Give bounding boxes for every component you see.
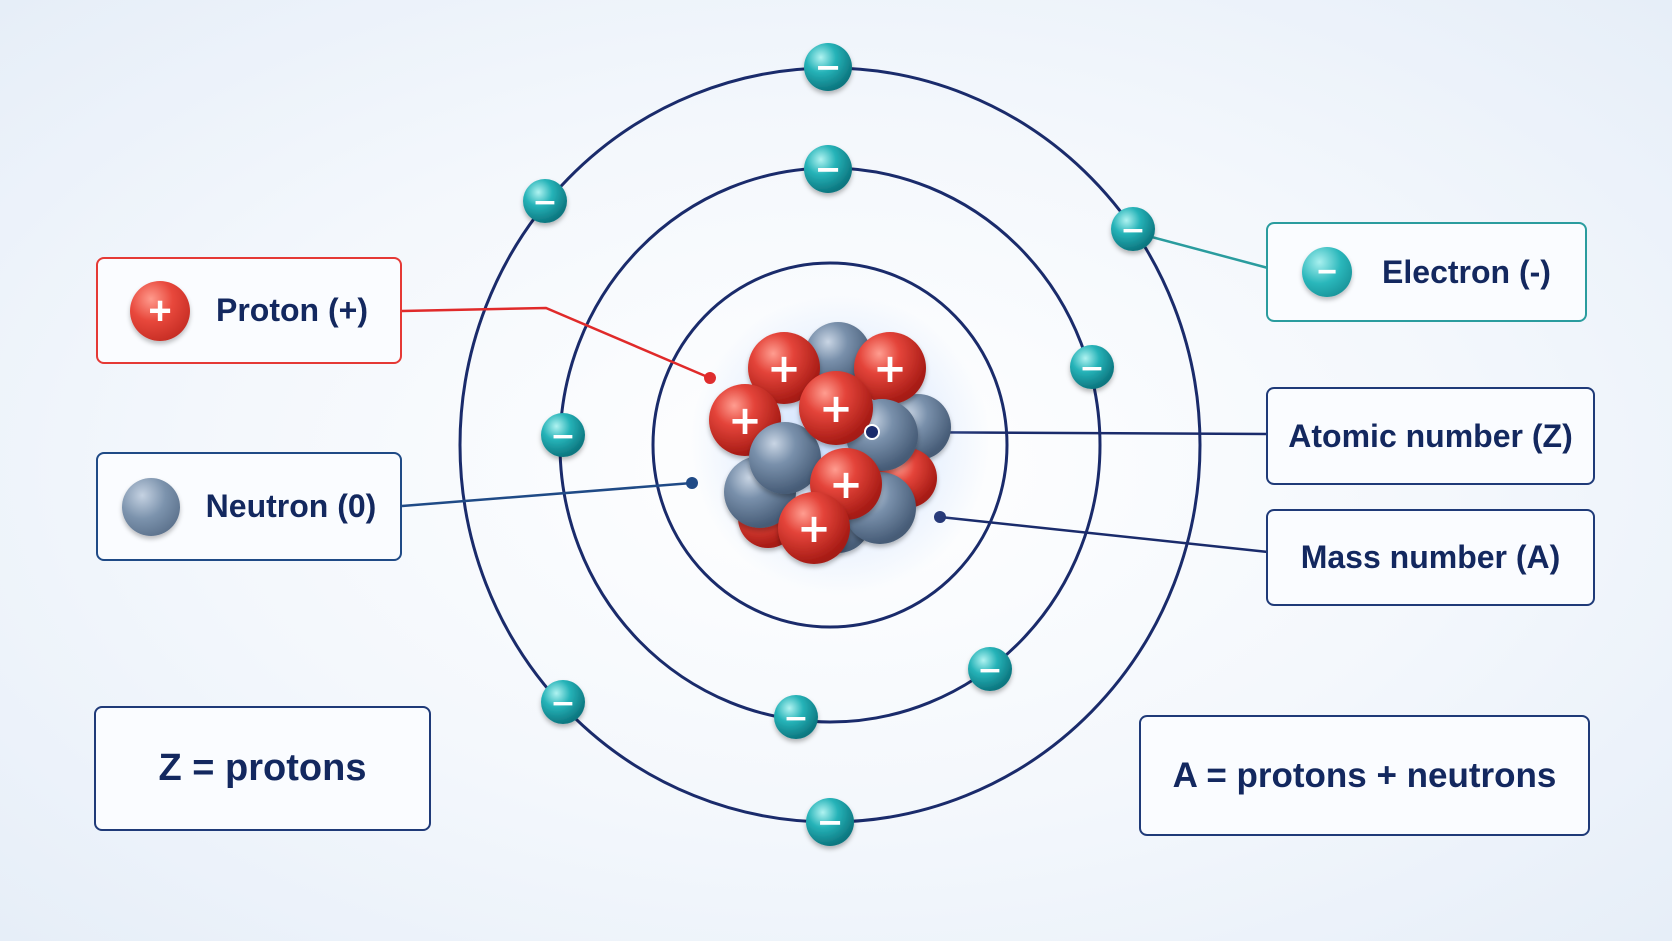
svg-text:+: + [728, 398, 762, 444]
proton: + [799, 371, 873, 445]
neutron-label: Neutron (0) [205, 488, 377, 524]
electron-connector-line [1132, 230, 1269, 270]
proton: + [778, 492, 850, 564]
svg-text:−: − [977, 653, 1002, 688]
atomic-number-connector-dot [864, 424, 880, 440]
neutron-connector-line [401, 481, 693, 508]
electron: − [541, 680, 585, 724]
svg-text:+: + [797, 506, 831, 552]
svg-text:+: + [767, 346, 801, 392]
proton: + [748, 332, 820, 404]
z-formula-box: Z = protons [94, 706, 431, 831]
electrons: − − − − − − − − − − [523, 43, 1155, 846]
neutron-label-box: Neutron (0) [96, 452, 402, 561]
electron: − [541, 413, 585, 457]
electron: − [806, 798, 854, 846]
proton-icon: + [130, 280, 190, 341]
orbit-inner [651, 261, 1009, 629]
atomic-number-label-box: Atomic number (Z) [1266, 387, 1595, 485]
svg-text:−: − [1079, 351, 1104, 386]
nucleus: + + + + + + [709, 322, 951, 564]
a-formula-box: A = protons + neutrons [1139, 715, 1590, 836]
svg-text:+: + [873, 346, 907, 392]
atomic-number-label: Atomic number (Z) [1288, 417, 1573, 454]
svg-text:−: − [815, 150, 842, 188]
proton-icon-symbol: + [148, 288, 172, 333]
electron: − [804, 145, 852, 193]
svg-text:−: − [783, 701, 808, 736]
z-formula: Z = protons [158, 747, 367, 789]
proton-label: Proton (+) [216, 292, 368, 328]
electron-label: Electron (-) [1382, 253, 1551, 290]
svg-text:−: − [550, 419, 575, 454]
electron: − [968, 647, 1012, 691]
svg-text:−: − [815, 48, 842, 86]
electron-icon-symbol: − [1317, 253, 1337, 291]
proton: + [854, 332, 926, 404]
neutron [749, 422, 821, 494]
neutron-icon [121, 477, 180, 536]
svg-text:−: − [550, 686, 575, 721]
svg-text:−: − [1120, 213, 1145, 248]
svg-text:+: + [819, 386, 853, 432]
svg-text:−: − [532, 185, 557, 220]
electron: − [774, 695, 818, 739]
a-formula: A = protons + neutrons [1172, 755, 1557, 795]
mass-number-label-box: Mass number (A) [1266, 509, 1595, 606]
electron-label-box: − Electron (-) [1266, 222, 1587, 322]
electron: − [1070, 345, 1114, 389]
mass-number-connector-line [939, 515, 1269, 554]
mass-number-label: Mass number (A) [1300, 539, 1561, 575]
electron: − [1111, 207, 1155, 251]
electron: − [804, 43, 852, 91]
proton-label-box: + Proton (+) [96, 257, 402, 364]
proton-connector-line [401, 306, 711, 380]
svg-text:−: − [817, 803, 844, 841]
electron-icon: − [1302, 247, 1353, 297]
electron: − [523, 179, 567, 223]
